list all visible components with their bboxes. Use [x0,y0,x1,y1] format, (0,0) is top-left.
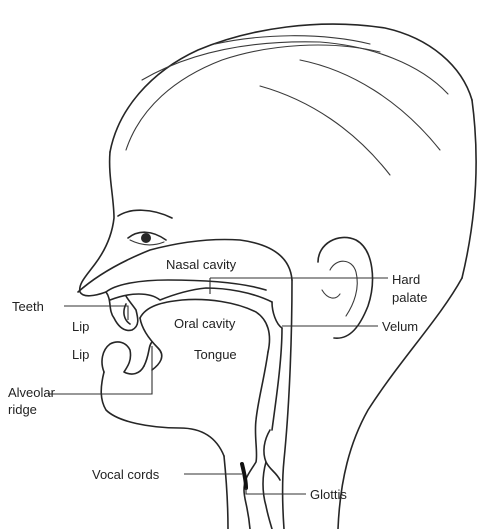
vocal-cords [242,464,246,488]
label-glottis: Glottis [310,487,347,502]
label-alveolar-line2: ridge [8,402,37,417]
leader-lines [48,278,388,494]
eye [118,210,172,245]
label-alveolar-line1: Alveolar [8,385,56,400]
label-lip-upper: Lip [72,319,89,334]
leader-teeth [64,306,128,320]
leader-alveolar-ridge [48,346,152,394]
upper-lip-teeth [106,292,138,330]
label-nasal-cavity: Nasal cavity [166,257,237,272]
label-tongue: Tongue [194,347,237,362]
label-hard-palate-line2: palate [392,290,427,305]
label-oral-cavity: Oral cavity [174,316,236,331]
pharynx [244,280,292,529]
label-velum: Velum [382,319,418,334]
labels: Nasal cavity Hard palate Teeth Lip Oral … [8,257,427,502]
label-hard-palate-line1: Hard [392,272,420,287]
leader-glottis [246,488,306,494]
label-vocal-cords: Vocal cords [92,467,160,482]
label-teeth: Teeth [12,299,44,314]
ear [318,237,372,338]
lower-lip [102,342,152,374]
label-lip-lower: Lip [72,347,89,362]
